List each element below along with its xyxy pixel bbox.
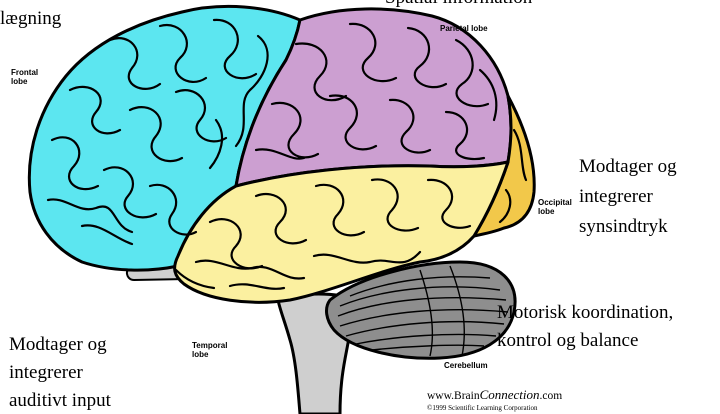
cerebellum-function-text: Motorisk koordination, kontrol og balanc… [497,302,678,351]
site-credit: www.BrainConnection.com [427,387,562,402]
parietal-function-text: Spatial information [385,0,533,8]
parietal-lobe-label: Parietal lobe [440,24,488,33]
cerebellum-label: Cerebellum [444,361,488,370]
occipital-lobe-label: Occipital lobe [538,198,574,216]
occipital-function-text: Modtager og integrerer synsindtryk [579,156,681,237]
temporal-function-text: Modtager og integrerer auditivt input [9,334,112,411]
frontal-lobe-label: Frontal lobe [11,68,40,86]
frontal-function-text: lægning [0,8,62,29]
copyright-credit: ©1999 Scientific Learning Corporation [427,404,538,412]
temporal-lobe-label: Temporal lobe [192,341,230,359]
